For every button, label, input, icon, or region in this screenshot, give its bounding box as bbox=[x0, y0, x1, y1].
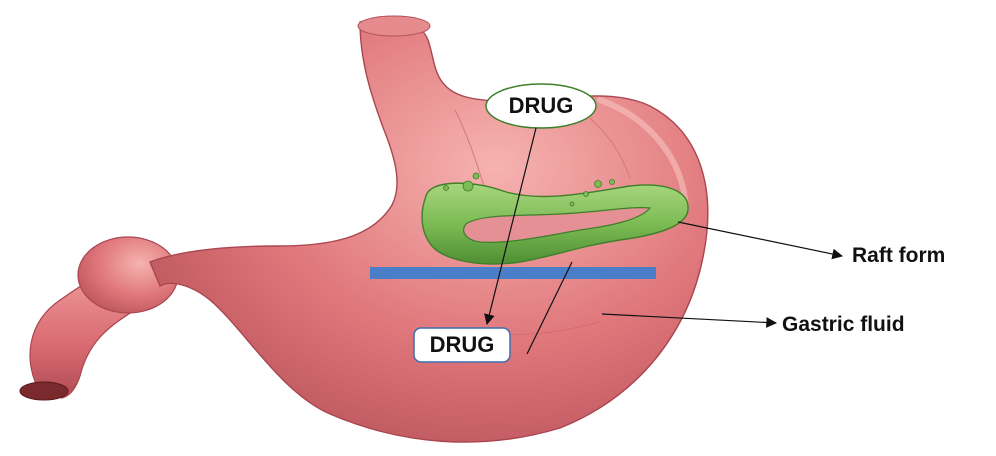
raft-form-label: Raft form bbox=[852, 244, 945, 268]
duodenum-opening bbox=[20, 382, 68, 400]
raft-droplet bbox=[610, 180, 615, 185]
drug-top-label: DRUG bbox=[486, 84, 596, 128]
gastric-fluid-label: Gastric fluid bbox=[782, 313, 905, 337]
raft-droplet bbox=[473, 173, 479, 179]
esophagus-opening bbox=[358, 16, 430, 36]
raft-droplet bbox=[444, 186, 449, 191]
drug-bottom-label: DRUG bbox=[414, 328, 510, 362]
raft-droplet bbox=[463, 181, 473, 191]
raft-droplet bbox=[570, 202, 574, 206]
raft-droplet bbox=[584, 192, 589, 197]
fluid-surface-bar bbox=[370, 267, 656, 279]
raft-droplet bbox=[595, 181, 602, 188]
